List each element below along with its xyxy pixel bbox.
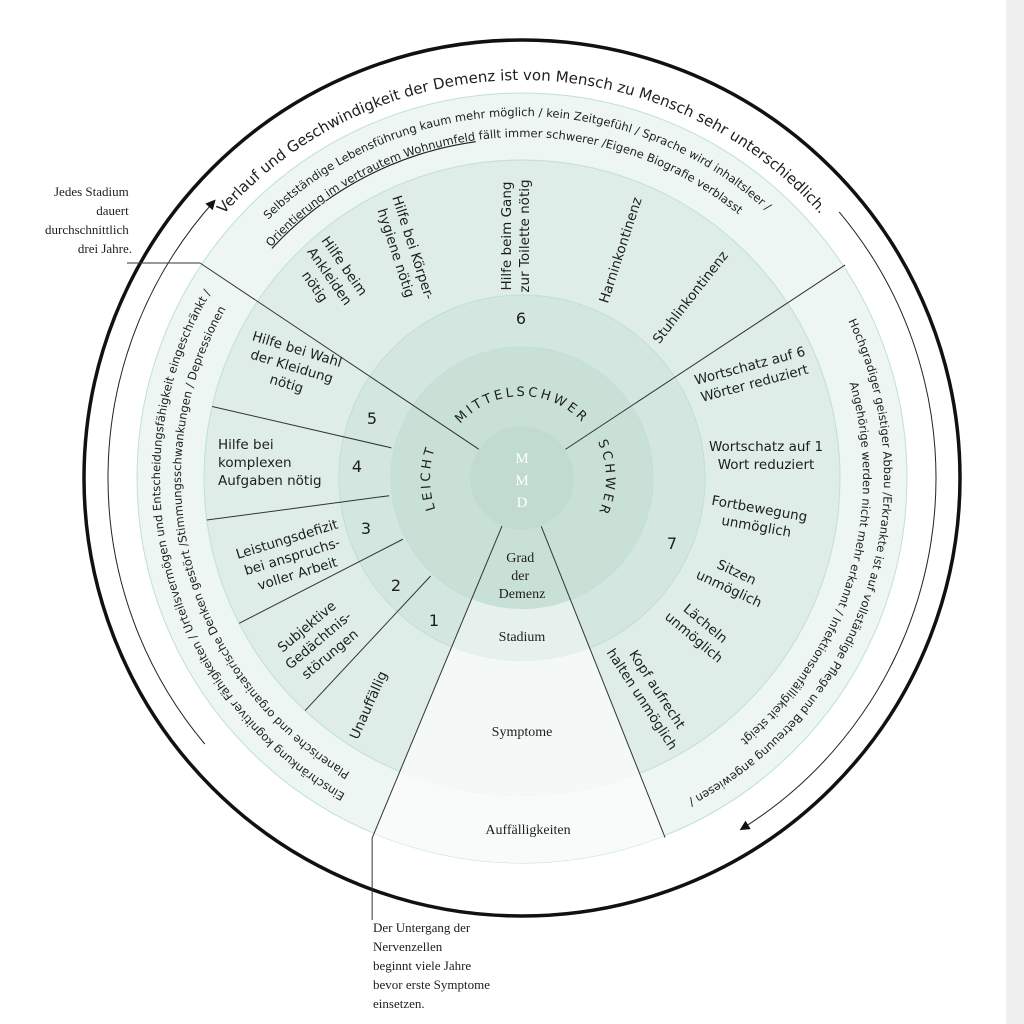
divider-stage bbox=[212, 405, 392, 449]
stage-number-3: 3 bbox=[361, 519, 371, 538]
center-letter: D bbox=[517, 495, 528, 511]
divider-mild-start bbox=[371, 525, 503, 839]
stage-number-5: 5 bbox=[367, 409, 377, 428]
stage-number-2: 2 bbox=[391, 576, 401, 595]
sector-abnormalities-bottom bbox=[374, 771, 665, 863]
center-circle bbox=[469, 425, 575, 531]
ring-label-symptoms: Symptome bbox=[492, 725, 553, 740]
annotation-stage-duration: Jedes Stadium dauert durchschnittlich dr… bbox=[45, 184, 132, 256]
center-letter: M bbox=[515, 451, 528, 467]
ring-label-grade: Grad der Demenz bbox=[499, 551, 546, 602]
divider-stage bbox=[238, 538, 404, 624]
divider-lines bbox=[127, 262, 846, 920]
outer-border-circle bbox=[82, 38, 962, 918]
divider-moderate-severe bbox=[565, 264, 846, 450]
divider-severe-end bbox=[540, 526, 666, 838]
progress-arrow-right bbox=[739, 211, 937, 831]
stage-number-1: 1 bbox=[429, 611, 439, 630]
annotation-neuron-loss: Der Untergang der Nervenzellen beginnt v… bbox=[373, 920, 493, 1011]
center-letter: M bbox=[515, 473, 528, 489]
progress-arrow-left bbox=[107, 199, 216, 745]
stage-numbers: 1 2 3 4 5 6 7 bbox=[352, 309, 677, 630]
grade-mild-label: LEICHT bbox=[419, 443, 439, 512]
sector-stage-bottom bbox=[451, 598, 590, 661]
divider-stage bbox=[206, 495, 390, 521]
page-margin-strip bbox=[1006, 0, 1024, 1024]
stage-number-6: 6 bbox=[516, 309, 526, 328]
divider-stage bbox=[304, 575, 431, 711]
ring-label-stage: Stadium bbox=[499, 630, 546, 645]
stage-number-4: 4 bbox=[352, 457, 362, 476]
rings bbox=[136, 92, 908, 864]
stage-number-7: 7 bbox=[667, 534, 677, 553]
ring-label-abnormalities: Auffälligkeiten bbox=[485, 823, 570, 838]
sector-symptoms-bottom bbox=[399, 646, 640, 796]
divider-mild-moderate bbox=[199, 262, 480, 450]
